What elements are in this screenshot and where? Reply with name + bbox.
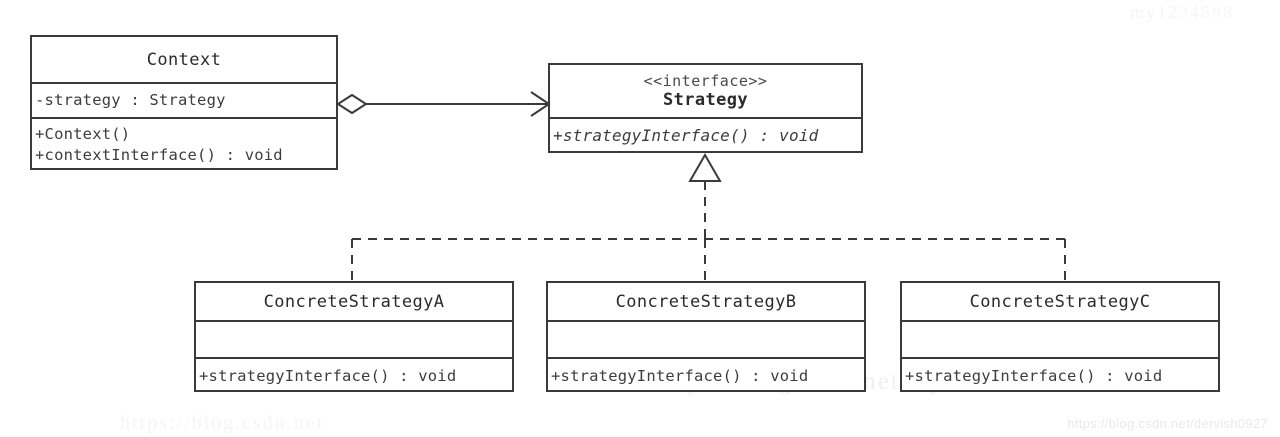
realization-triangle bbox=[688, 152, 722, 182]
strategy-name-compartment: <<interface>> Strategy bbox=[550, 65, 861, 119]
concrete-c-operation-strategy-interface: +strategyInterface() : void bbox=[905, 367, 1163, 386]
strategy-class-name: Strategy bbox=[662, 90, 749, 110]
aggregation-diamond bbox=[336, 93, 368, 115]
context-class-name: Context bbox=[146, 49, 222, 70]
concrete-c-operations-compartment: +strategyInterface() : void bbox=[902, 359, 1218, 394]
realization-dashed-lines bbox=[351, 181, 1066, 281]
concrete-a-operations-compartment: +strategyInterface() : void bbox=[196, 359, 512, 394]
context-name-compartment: Context bbox=[32, 37, 336, 84]
strategy-operation-strategy-interface: +strategyInterface() : void bbox=[553, 126, 819, 146]
class-box-concrete-strategy-a[interactable]: ConcreteStrategyA +strategyInterface() :… bbox=[194, 281, 514, 392]
context-operations-compartment: +Context() +contextInterface() : void bbox=[32, 119, 336, 170]
context-operation-constructor: +Context() bbox=[35, 124, 131, 143]
context-attributes-compartment: -strategy : Strategy bbox=[32, 84, 336, 119]
class-box-context[interactable]: Context -strategy : Strategy +Context() … bbox=[30, 35, 338, 170]
watermark-corner-text: my1234588 bbox=[1130, 2, 1235, 22]
concrete-b-class-name: ConcreteStrategyB bbox=[615, 291, 797, 312]
watermark-left-text: https://blog.csdn.net bbox=[120, 412, 325, 434]
concrete-b-operation-strategy-interface: +strategyInterface() : void bbox=[551, 367, 809, 386]
class-box-strategy[interactable]: <<interface>> Strategy +strategyInterfac… bbox=[548, 63, 863, 153]
concrete-a-name-compartment: ConcreteStrategyA bbox=[196, 283, 512, 322]
concrete-b-name-compartment: ConcreteStrategyB bbox=[548, 283, 864, 322]
concrete-c-name-compartment: ConcreteStrategyC bbox=[902, 283, 1218, 322]
concrete-c-attributes-compartment bbox=[902, 322, 1218, 359]
class-box-concrete-strategy-b[interactable]: ConcreteStrategyB +strategyInterface() :… bbox=[546, 281, 866, 392]
context-operation-context-interface: +contextInterface() : void bbox=[35, 145, 283, 164]
class-box-concrete-strategy-c[interactable]: ConcreteStrategyC +strategyInterface() :… bbox=[900, 281, 1220, 392]
strategy-stereotype: <<interface>> bbox=[643, 72, 768, 90]
concrete-c-class-name: ConcreteStrategyC bbox=[969, 291, 1151, 312]
strategy-operations-compartment: +strategyInterface() : void bbox=[550, 119, 861, 153]
watermark-source-url: https://blog.csdn.net/dervish0927 bbox=[1067, 416, 1268, 431]
context-attribute-strategy: -strategy : Strategy bbox=[35, 91, 226, 110]
concrete-a-class-name: ConcreteStrategyA bbox=[263, 291, 445, 312]
concrete-a-attributes-compartment bbox=[196, 322, 512, 359]
concrete-b-operations-compartment: +strategyInterface() : void bbox=[548, 359, 864, 394]
open-arrow-head bbox=[530, 91, 551, 117]
concrete-a-operation-strategy-interface: +strategyInterface() : void bbox=[199, 367, 457, 386]
association-context-strategy bbox=[336, 91, 551, 117]
concrete-b-attributes-compartment bbox=[548, 322, 864, 359]
